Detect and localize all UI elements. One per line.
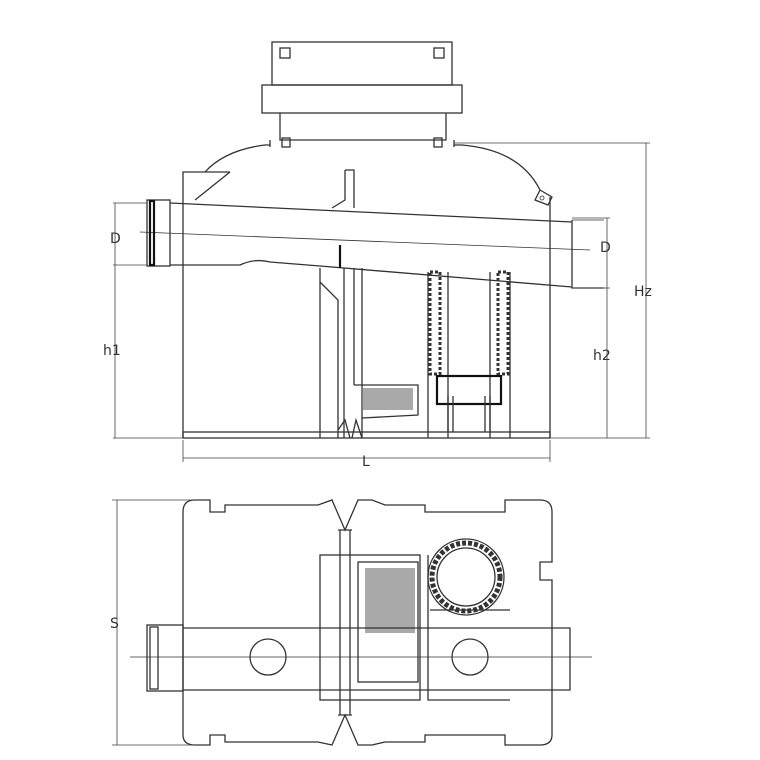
- label-inlet-diameter: D: [110, 231, 121, 247]
- side-view: D h1 D h2 Hz L: [103, 41, 652, 470]
- pipe-top: [130, 624, 592, 692]
- coalescence-filter: [427, 270, 511, 438]
- filter-top: [427, 538, 505, 616]
- label-hz: Hz: [634, 284, 652, 300]
- dimensions-side: D h1 D h2 Hz L: [103, 142, 652, 470]
- label-h2: h2: [593, 348, 611, 364]
- label-l: L: [362, 454, 370, 470]
- dimensions-top: S: [110, 499, 195, 746]
- sludge-trap-fill: [363, 388, 413, 410]
- tank-outline-top: [182, 499, 553, 746]
- inlet-baffle: [319, 169, 419, 439]
- top-view: S: [110, 499, 592, 746]
- label-outlet-diameter: D: [600, 240, 611, 256]
- tank-body: [182, 144, 553, 439]
- label-h1: h1: [103, 343, 121, 359]
- sludge-trap-fill-top: [365, 568, 415, 633]
- label-s: S: [110, 616, 119, 632]
- cover-cap: [261, 41, 463, 148]
- through-pipe: [139, 199, 604, 289]
